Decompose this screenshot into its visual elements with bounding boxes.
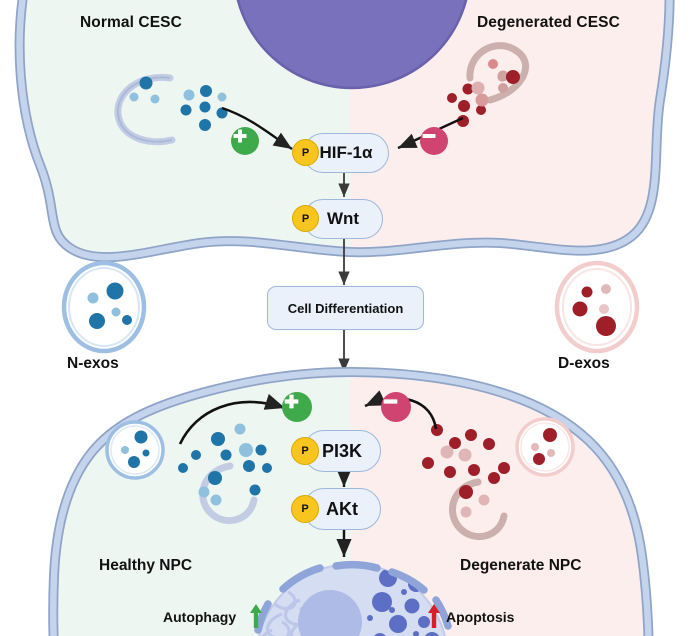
degenerated-cesc-organelle [466,42,530,104]
minus-icon [383,399,398,404]
label-degenerate-npc: Degenerate NPC [460,557,582,574]
inhibition-arrow-bottom-right [364,390,438,430]
top-cell-body [14,0,675,263]
label-apoptosis: Apoptosis [446,609,515,625]
n-exo-cargo-cluster-top [129,76,228,131]
plus-badge-top [231,127,259,155]
autophagy-up-arrow-icon [250,604,262,628]
node-cell-differentiation[interactable]: Cell Differentiation [267,286,424,330]
node-cell-differentiation-label: Cell Differentiation [287,300,404,316]
apoptosis-bodies [367,569,448,636]
minus-badge-bottom [381,392,411,422]
label-degenerated-cesc: Degenerated CESC [477,14,620,31]
plus-icon [284,394,299,409]
node-akt-label: AKt [326,498,358,519]
n-exos-vesicle [61,260,147,354]
activation-arrow-bottom-left [178,393,286,445]
n-exos-fusing-vesicle [105,420,165,480]
label-n-exos: N-exos [67,355,119,372]
minus-icon [422,134,436,138]
d-exos-vesicle [554,260,640,354]
cesc-nucleus [236,0,468,90]
label-normal-cesc: Normal CESC [80,14,182,31]
phospho-badge-pi3k: P [291,437,319,465]
d-exos-fusing-vesicle [515,417,575,477]
activation-arrow-top-left [221,106,293,151]
nucleolus [298,590,362,636]
node-wnt-label: Wnt [326,209,360,228]
label-healthy-npc: Healthy NPC [99,557,193,574]
npc-nucleus [254,560,452,636]
node-pi3k-label: PI3K [321,440,363,461]
nuclear-envelope [254,560,452,634]
apoptosis-up-arrow-icon [428,604,440,628]
phospho-badge-akt: P [291,495,319,523]
label-autophagy: Autophagy [163,609,237,625]
phospho-badge-wnt: P [292,205,319,232]
d-exo-cargo-cluster-top [447,59,520,127]
plus-badge-bottom [282,392,312,422]
node-hif1a-label: HIF-1α [319,143,373,162]
label-d-exos: D-exos [558,355,610,372]
phospho-badge-hif1a: P [292,139,319,166]
minus-badge-top [420,127,448,155]
n-exo-cargo-cluster-bottom [178,423,272,506]
d-exo-cargo-cluster-bottom [422,424,510,518]
node-wnt[interactable]: Wnt [303,199,383,239]
plus-icon [233,129,247,143]
